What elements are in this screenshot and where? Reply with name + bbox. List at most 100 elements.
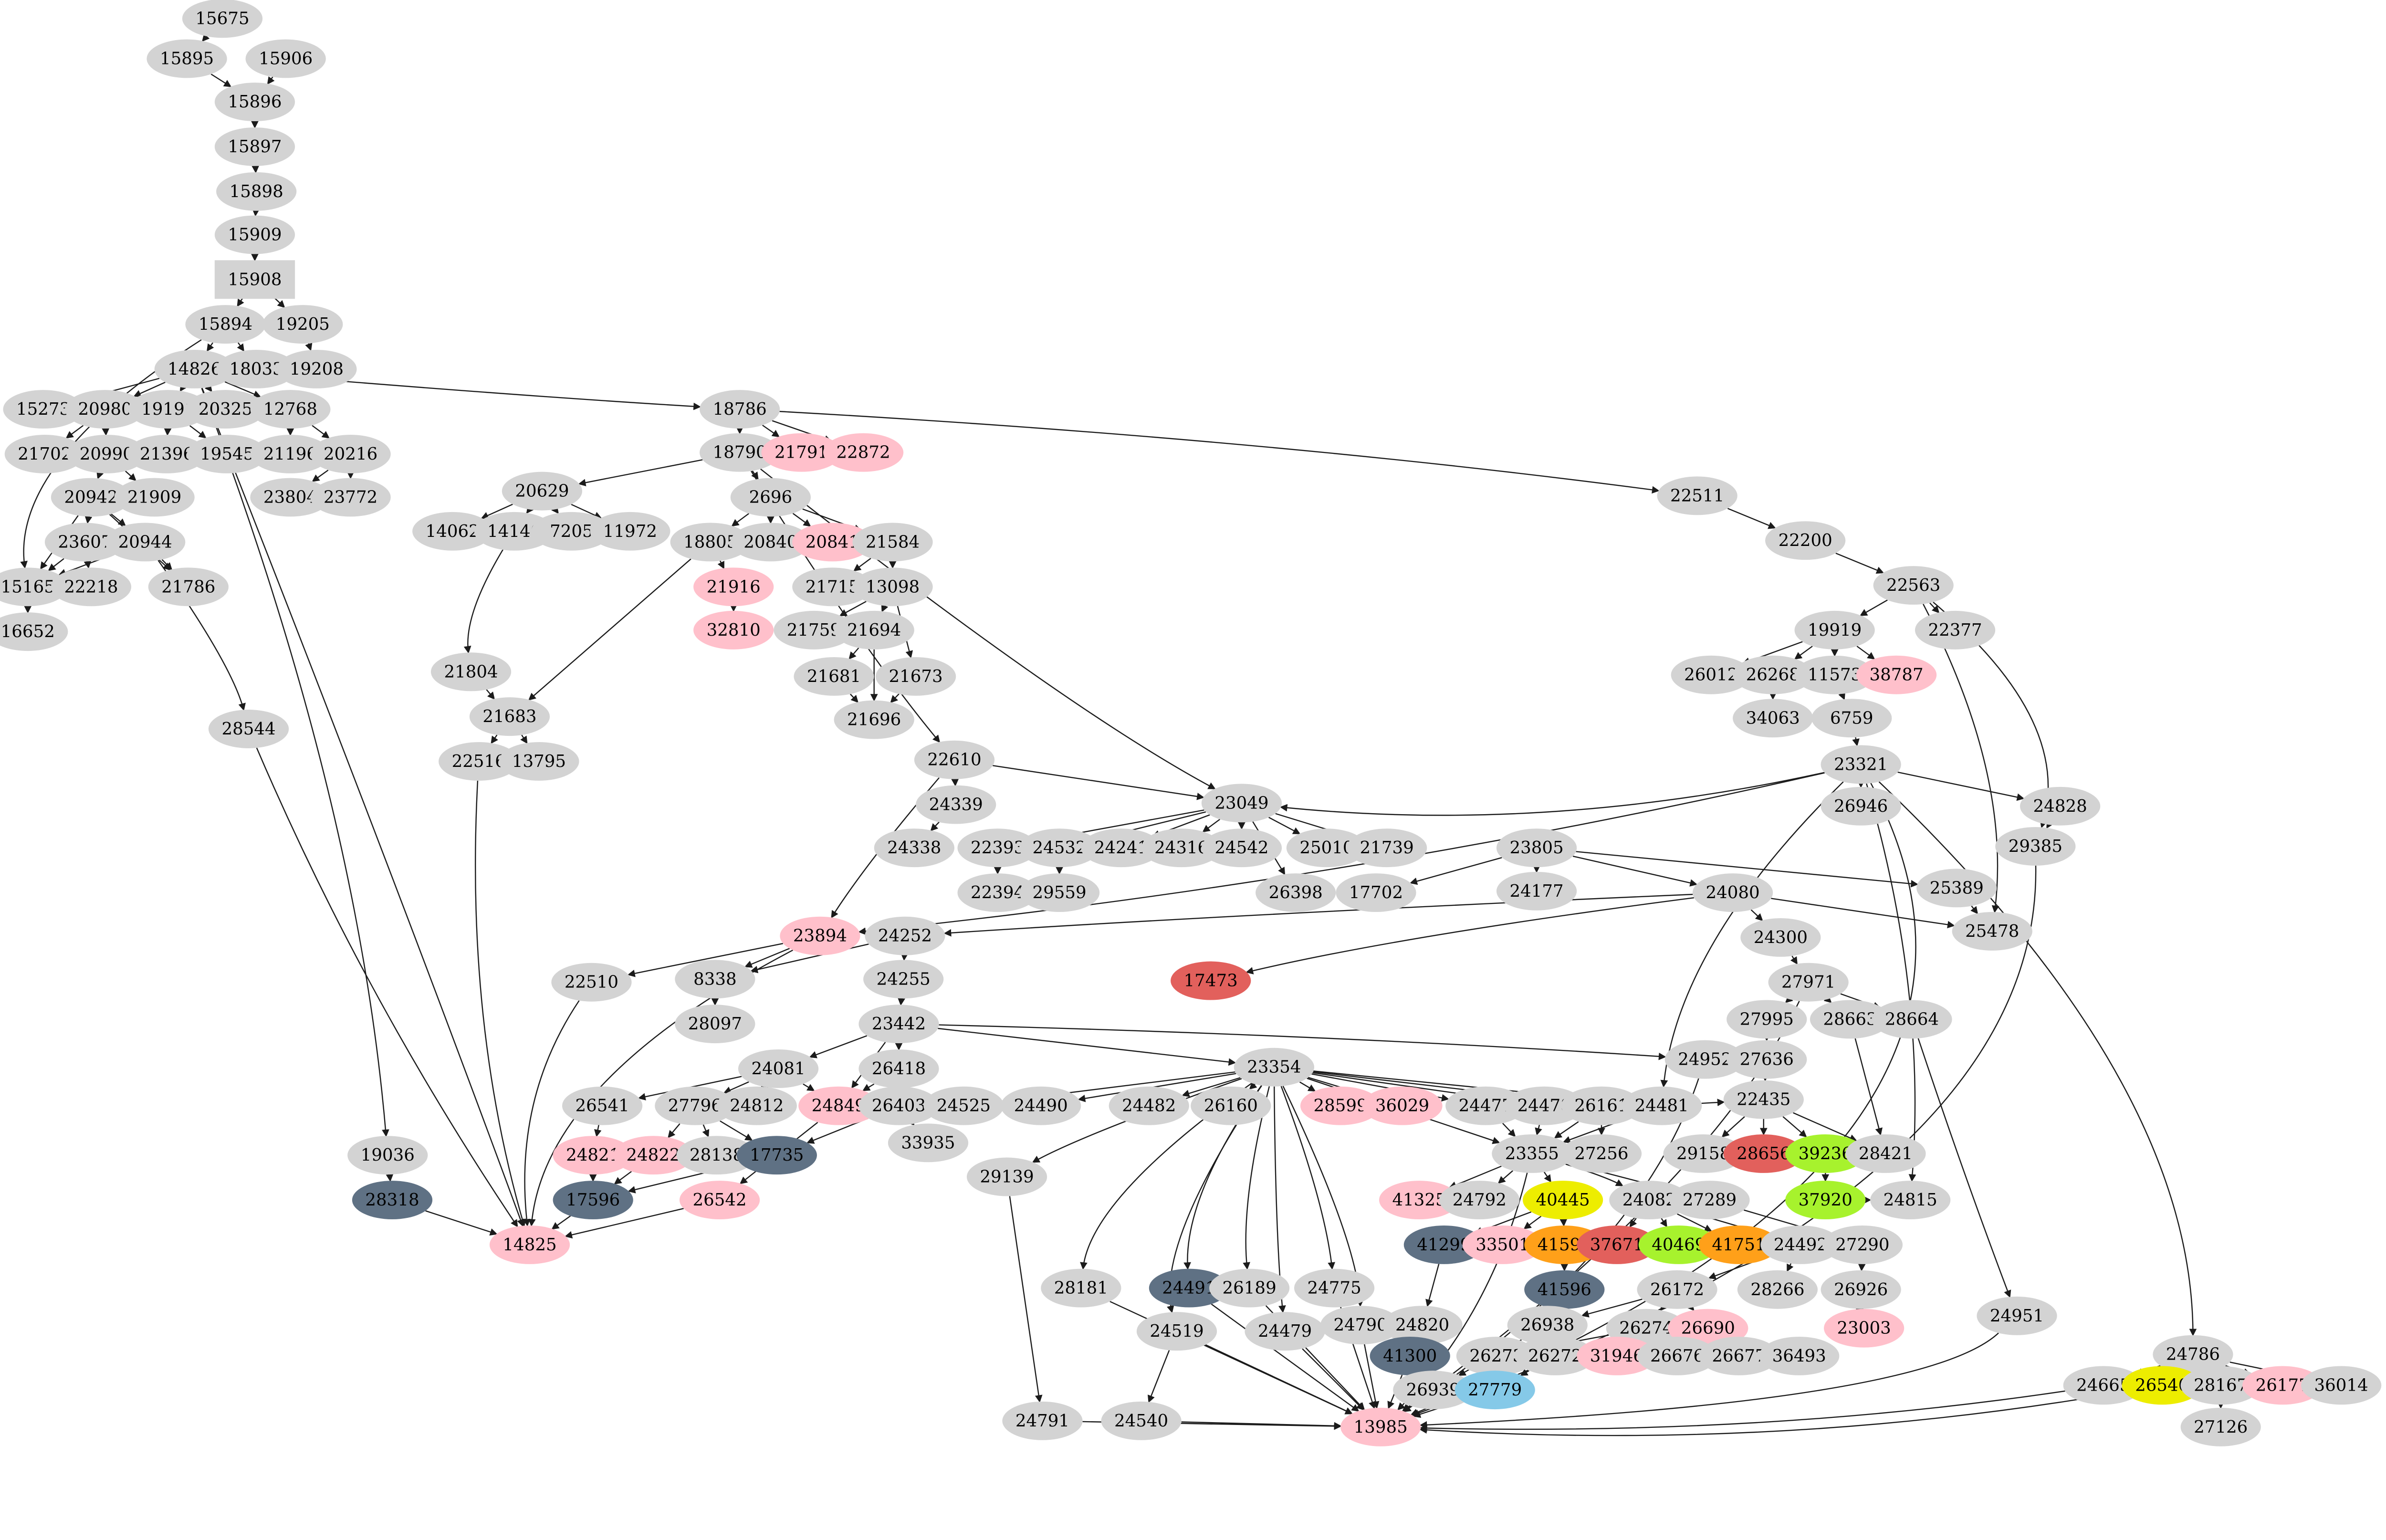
node-label-18805: 18805 — [683, 532, 737, 552]
graph-edge-40445-41592 — [1559, 1219, 1568, 1227]
node-label-34063: 34063 — [1746, 708, 1800, 728]
node-ellipse-shape — [1856, 655, 1937, 694]
node-ellipse-shape — [736, 1136, 817, 1175]
graph-edge-23049-24316 — [1202, 818, 1221, 833]
graph-node-27636: 27636 — [1727, 1040, 1807, 1079]
graph-edge-24479-13985 — [1302, 1348, 1364, 1411]
node-ellipse-shape — [310, 435, 391, 473]
node-ellipse-shape — [1201, 828, 1282, 868]
node-ellipse-shape — [44, 523, 126, 562]
graph-node-13985: 13985 — [1340, 1407, 1421, 1446]
node-label-24479: 24479 — [1258, 1321, 1312, 1341]
node-ellipse-shape — [1256, 873, 1336, 912]
node-ellipse-shape — [214, 215, 295, 254]
graph-edge-24082-40469 — [1660, 1218, 1667, 1227]
graph-node-22393: 22393 — [957, 828, 1038, 868]
node-label-24080: 24080 — [1706, 883, 1759, 902]
node-ellipse-shape — [214, 127, 295, 166]
graph-edge-14826-19036 — [201, 388, 389, 1137]
node-label-24828: 24828 — [2033, 796, 2087, 816]
node-ellipse-shape — [1300, 1086, 1381, 1125]
node-ellipse-shape — [1445, 1086, 1526, 1125]
node-ellipse-shape — [1785, 1134, 1866, 1173]
graph-edge-18790-2696 — [751, 471, 759, 480]
node-ellipse-shape — [858, 1005, 939, 1044]
node-label-24790: 24790 — [1334, 1315, 1388, 1335]
graph-node-22200: 22200 — [1765, 521, 1846, 560]
node-ellipse-shape — [1019, 828, 1100, 868]
node-ellipse-shape — [834, 700, 914, 739]
node-label-18033: 18033 — [230, 359, 283, 379]
graph-node-22511: 22511 — [1657, 476, 1737, 515]
node-label-23003: 23003 — [1837, 1319, 1891, 1338]
node-ellipse-shape — [774, 610, 854, 650]
node-ellipse-shape — [1733, 655, 1813, 694]
node-ellipse-shape — [502, 471, 583, 511]
node-label-19919: 19919 — [1808, 620, 1862, 640]
node-ellipse-shape — [823, 433, 904, 472]
graph-edge-23442-24952 — [939, 1024, 1666, 1060]
node-ellipse-shape — [865, 916, 945, 955]
graph-node-19208: 19208 — [276, 350, 357, 388]
node-ellipse-shape — [1522, 1181, 1603, 1220]
graph-node-24241: 24241 — [1081, 828, 1162, 868]
node-label-17596: 17596 — [566, 1190, 620, 1210]
node-ellipse-shape — [2301, 1366, 2382, 1405]
graph-node-23321: 23321 — [1821, 745, 1901, 784]
graph-node-20980: 20980 — [64, 390, 146, 429]
graph-edge-14826-20980 — [133, 381, 166, 397]
graph-edge-21673-21696 — [890, 693, 900, 703]
graph-node-21696: 21696 — [834, 700, 914, 739]
graph-node-24081: 24081 — [738, 1049, 819, 1088]
graph-edge-28663-28421 — [1854, 1038, 1883, 1136]
node-ellipse-shape — [852, 567, 933, 607]
graph-edge-15675-15895 — [202, 33, 210, 42]
node-ellipse-shape — [1456, 1336, 1537, 1375]
graph-node-29139: 29139 — [966, 1157, 1047, 1196]
graph-edge-21683-22516 — [491, 734, 498, 744]
node-ellipse-shape — [128, 390, 209, 429]
node-label-21702: 21702 — [18, 444, 72, 464]
node-ellipse-shape — [716, 1086, 797, 1125]
node-ellipse-shape — [2063, 1366, 2144, 1405]
graph-node-14825: 14825 — [489, 1225, 570, 1264]
graph-node-29559: 29559 — [1019, 873, 1100, 912]
node-ellipse-shape — [858, 1086, 939, 1125]
graph-edge-21683-13795 — [520, 734, 528, 744]
node-ellipse-shape — [1995, 827, 2076, 866]
node-label-20980: 20980 — [78, 399, 132, 419]
graph-node-21681: 21681 — [794, 657, 874, 696]
graph-edge-20942-23607 — [84, 516, 93, 524]
graph-node-15675: 15675 — [182, 0, 263, 38]
graph-edge-20629-7205 — [551, 505, 559, 514]
node-ellipse-shape — [553, 1136, 633, 1175]
graph-edge-15908-15894 — [237, 297, 244, 307]
graph-node-11573: 11573 — [1794, 655, 1875, 694]
graph-node-28656: 28656 — [1723, 1134, 1804, 1173]
node-label-28421: 28421 — [1859, 1144, 1913, 1163]
graph-node-24791: 24791 — [1002, 1401, 1083, 1440]
node-label-22563: 22563 — [1886, 576, 1940, 595]
graph-edge-15894-14826 — [206, 342, 214, 352]
node-ellipse-shape — [1698, 1225, 1779, 1264]
graph-node-26177: 26177 — [2242, 1366, 2323, 1405]
node-ellipse-shape — [469, 697, 550, 736]
node-ellipse-shape — [0, 567, 68, 607]
node-label-26189: 26189 — [1223, 1278, 1277, 1298]
node-label-14826: 14826 — [167, 359, 221, 379]
graph-node-24177: 24177 — [1496, 871, 1577, 911]
graph-edge-41299-24820 — [1425, 1264, 1440, 1307]
node-label-22511: 22511 — [1670, 486, 1724, 505]
node-label-28599: 28599 — [1313, 1096, 1367, 1116]
node-ellipse-shape — [875, 657, 956, 696]
graph-node-8338: 8338 — [675, 960, 755, 999]
graph-node-25010: 25010 — [1286, 828, 1367, 868]
graph-edge-26172-26690 — [1686, 1303, 1695, 1311]
node-ellipse-shape — [1723, 1080, 1804, 1119]
graph-node-27971: 27971 — [1768, 963, 1849, 1002]
node-ellipse-shape — [1821, 786, 1901, 826]
graph-node-13795: 13795 — [499, 742, 579, 781]
node-ellipse-shape — [1737, 1270, 1818, 1309]
node-ellipse-shape — [1872, 1000, 1952, 1039]
